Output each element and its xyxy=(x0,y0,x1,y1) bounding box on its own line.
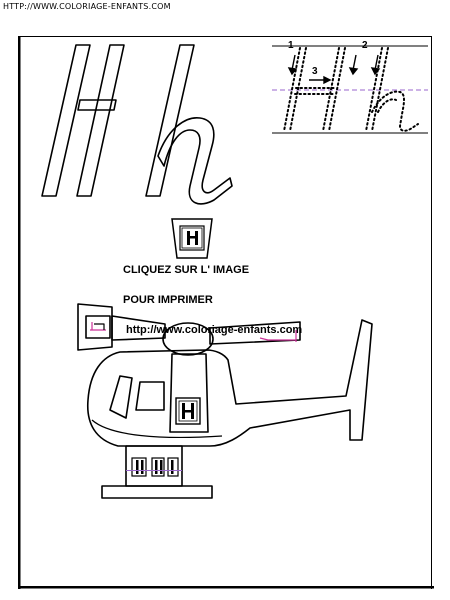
site-link[interactable]: http://www.coloriage-enfants.com xyxy=(126,324,303,336)
stroke-step-3: 3 xyxy=(312,66,318,77)
stroke-step-2: 2 xyxy=(362,40,368,51)
source-url: HTTP://WWW.COLORIAGE-ENFANTS.COM xyxy=(3,2,171,11)
click-instruction: CLIQUEZ SUR L' IMAGE xyxy=(123,264,250,276)
print-instruction: POUR IMPRIMER xyxy=(123,294,213,306)
stroke-step-1: 1 xyxy=(288,40,294,51)
